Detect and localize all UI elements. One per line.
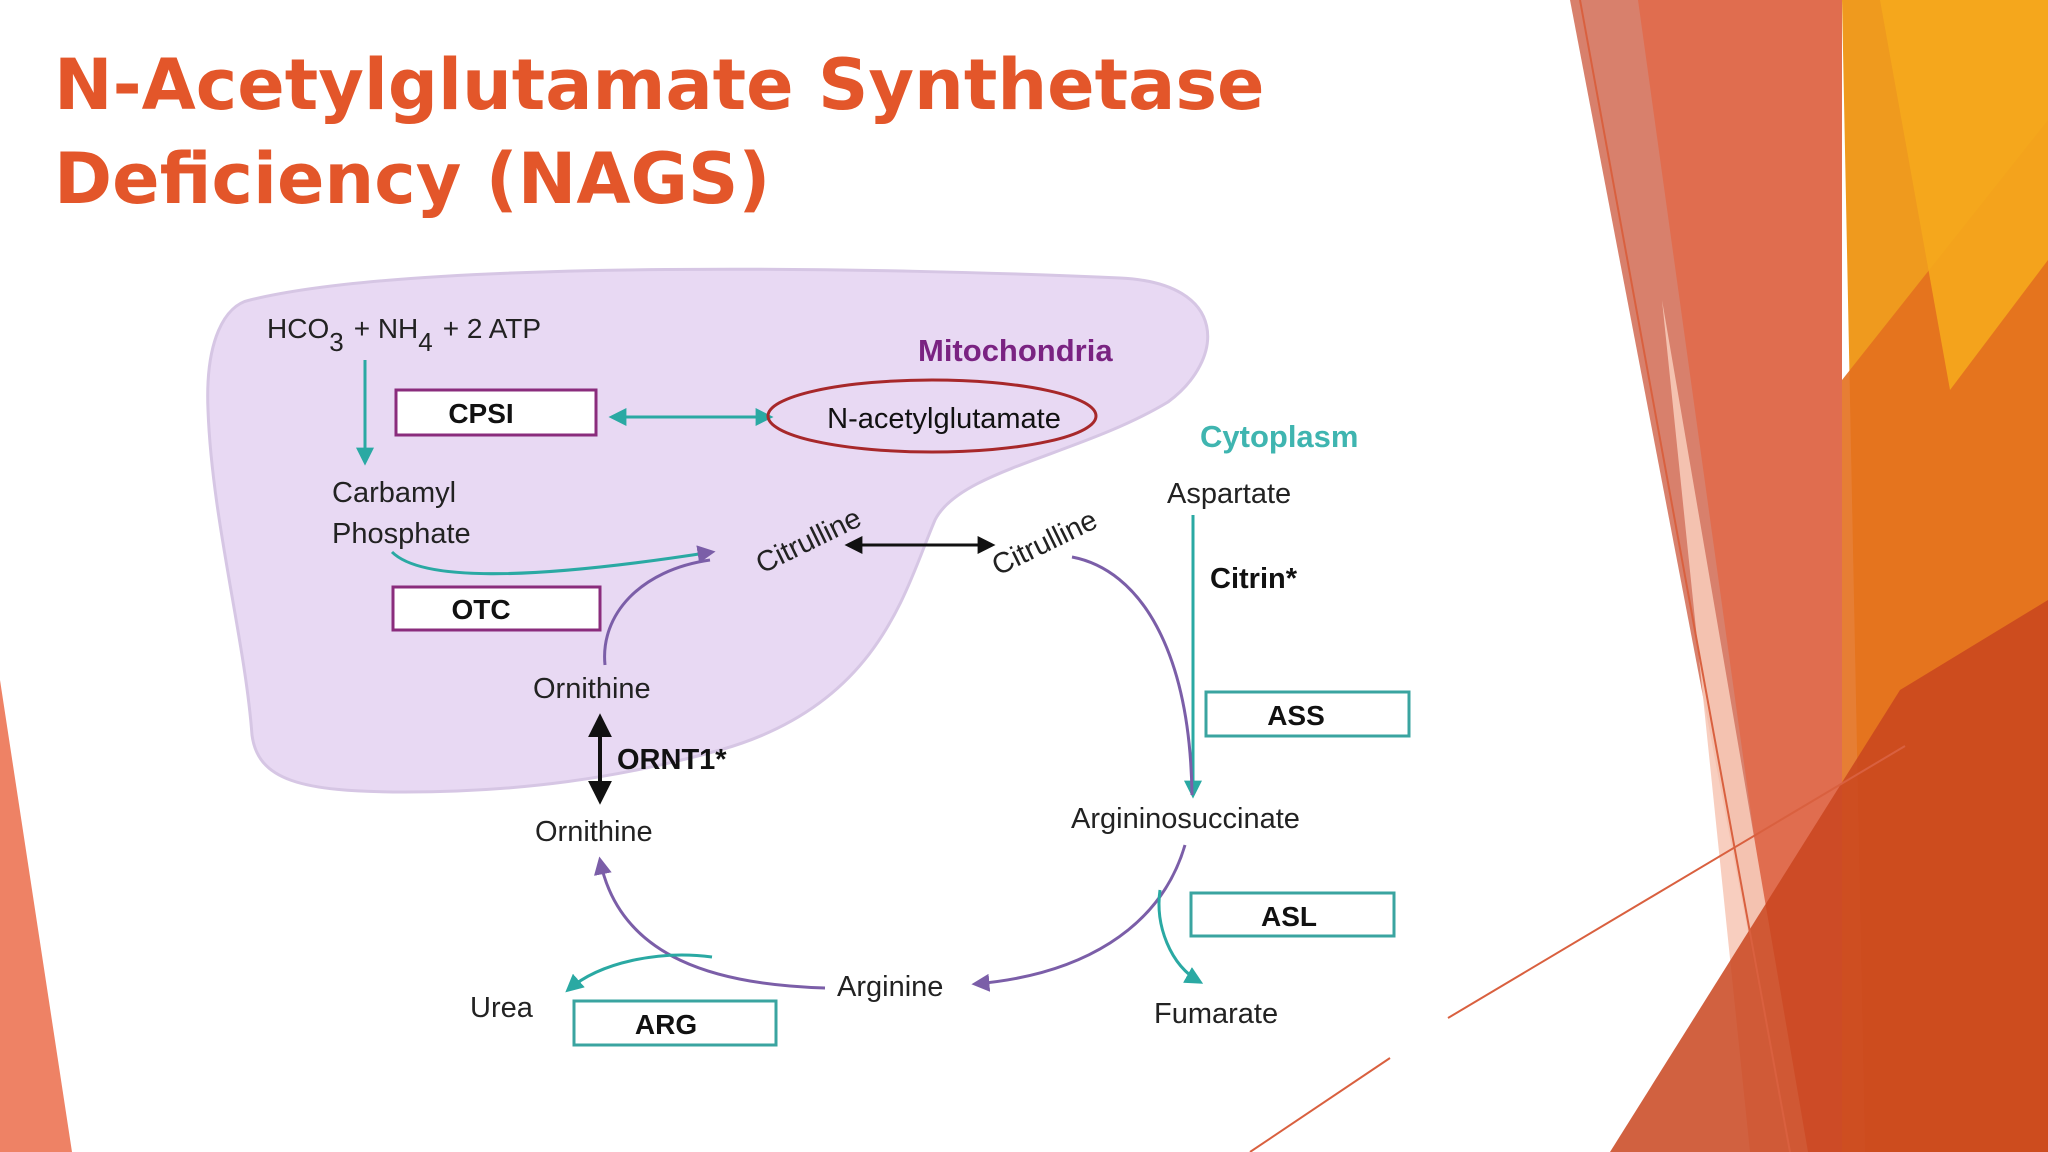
hco3-label: HCO3 + NH4 + 2 ATP (267, 313, 541, 357)
arrow-ornithine-to-citrulline (603, 558, 711, 666)
carbamyl-label: Carbamyl (332, 477, 456, 509)
thin-line-3 (1249, 1057, 1391, 1152)
enzyme-box-otc (391, 585, 602, 632)
enzyme-label-ass: ASS (1267, 700, 1325, 731)
left-edge-shape (0, 680, 72, 1152)
ornithine-mito-label: Ornithine (533, 673, 651, 705)
arrow-carbamyl-to-citrulline (390, 545, 716, 576)
ornithine-cyto-label: Ornithine (535, 816, 653, 848)
n-acetylglutamate-label: N-acetylglutamate (827, 403, 1061, 435)
enzyme-box-cpsi (394, 388, 598, 437)
right-shape-rust (1610, 600, 2048, 1152)
n-acetylglutamate-highlight (766, 378, 1098, 454)
hco3-text: HCO (267, 313, 329, 344)
arrow-argininosuccinate-to-arginine (971, 844, 1187, 992)
hco3-subscript: 3 (329, 327, 343, 357)
cytoplasm-label: Cytoplasm (1200, 419, 1358, 454)
arrow-citrulline-to-argininosuccinate (1071, 555, 1194, 796)
phosphate-label: Phosphate (332, 518, 471, 550)
mitochondria-label: Mitochondria (918, 333, 1113, 368)
slide-title-line-2: Deficiency (NAGS) (54, 138, 771, 220)
arrow-argininosuccinate-to-fumarate (1157, 889, 1204, 984)
transporter-label-citrin: Citrin* (1210, 563, 1298, 595)
argininosuccinate-label: Argininosuccinate (1071, 803, 1300, 835)
enzyme-label-asl: ASL (1261, 901, 1317, 932)
nh4-subscript: 4 (418, 327, 432, 357)
fumarate-label: Fumarate (1154, 998, 1278, 1030)
transporter-label-ornt1: ORNT1* (617, 744, 727, 776)
enzyme-box-asl (1189, 891, 1396, 938)
thin-line-1 (1579, 0, 1791, 1152)
arrow-arginine-to-urea (565, 953, 713, 993)
citrulline-cyto-label: Citrulline (987, 504, 1102, 582)
arrow-arginine-to-ornithine (594, 856, 826, 990)
enzyme-label-otc: OTC (451, 594, 510, 625)
enzyme-label-arg: ARG (635, 1009, 697, 1040)
atp-text: + 2 ATP (443, 313, 541, 344)
slide-title-line-1: N-Acetylglutamate Synthetase (54, 44, 1265, 126)
nh-text: + NH (354, 313, 419, 344)
aspartate-label: Aspartate (1167, 478, 1291, 510)
enzyme-box-ass (1204, 690, 1411, 738)
right-shape-amber (1880, 0, 2048, 390)
enzyme-label-cpsi: CPSI (448, 398, 513, 429)
urea-label: Urea (470, 992, 534, 1024)
slide-title: N-Acetylglutamate Synthetase Deficiency … (54, 38, 1264, 226)
thin-line-2 (1447, 745, 1906, 1019)
enzyme-box-arg (572, 999, 778, 1047)
arginine-label: Arginine (837, 971, 943, 1003)
